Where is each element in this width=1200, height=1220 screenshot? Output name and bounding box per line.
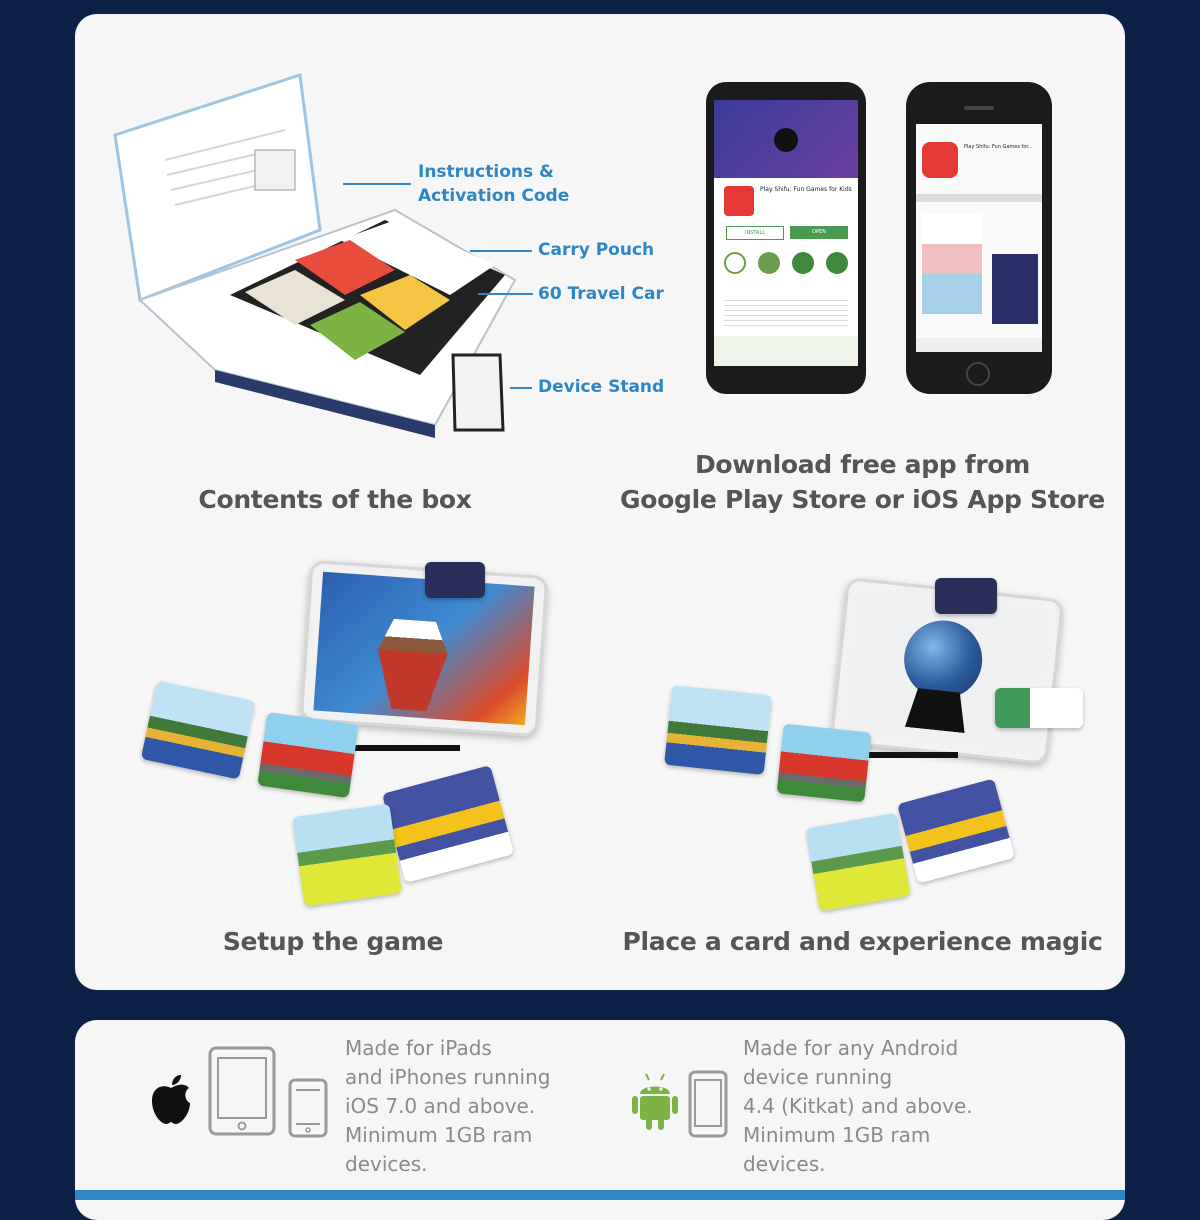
satellite-card <box>425 562 485 598</box>
magic-train-card <box>776 723 872 803</box>
box-caption: Contents of the box <box>198 485 472 514</box>
app-caption-line2: Google Play Store or iOS App Store <box>620 485 1105 514</box>
education-badge-icon <box>792 252 814 274</box>
iphone: Play Shifu: Fun Games for... <box>906 82 1052 394</box>
bottom-accent-bar <box>75 1190 1125 1200</box>
similar-badge-icon <box>826 252 848 274</box>
train-card <box>257 711 359 799</box>
ipad-outline-icon <box>208 1046 276 1136</box>
android-phone: Play Shifu: Fun Games for Kids INSTALL O… <box>706 82 866 394</box>
pouch-callout: Carry Pouch <box>538 240 655 260</box>
android-requirements-text: Made for any Android device running 4.4 … <box>743 1036 973 1176</box>
play-button-icon[interactable] <box>774 128 798 152</box>
scooter-card <box>292 803 402 907</box>
android-app-name: Play Shifu: Fun Games for Kids <box>760 186 852 193</box>
android-description <box>724 296 848 326</box>
setup-stand <box>330 705 460 751</box>
magic-card-stack <box>664 684 772 776</box>
stand-callout: Device Stand <box>538 377 665 397</box>
android-whats-new <box>714 336 858 366</box>
ios-app-icon <box>922 142 958 178</box>
android-app-icon <box>724 186 754 216</box>
apple-logo-icon <box>152 1075 190 1124</box>
android-screen: Play Shifu: Fun Games for Kids INSTALL O… <box>714 100 858 366</box>
magic-satellite-card <box>935 578 997 614</box>
ios-screenshot-2 <box>992 254 1038 324</box>
instructions-callout-line <box>343 183 411 185</box>
magic-truck-card <box>995 688 1083 728</box>
android-open-button[interactable]: OPEN <box>790 226 848 239</box>
cards-callout-line <box>478 293 533 295</box>
android-phone-outline-icon <box>688 1070 728 1138</box>
iphone-home-button[interactable] <box>966 362 990 386</box>
ios-screenshot-1 <box>922 214 982 314</box>
iphone-screen: Play Shifu: Fun Games for... <box>916 124 1042 352</box>
android-logo-icon <box>632 1073 678 1130</box>
android-install-button[interactable]: INSTALL <box>726 226 784 240</box>
app-caption-line1: Download free app from <box>694 450 1031 479</box>
ios-requirements-text: Made for iPads and iPhones running iOS 7… <box>345 1036 551 1176</box>
instructions-callout: Instructions & Activation Code <box>418 162 570 206</box>
magic-caption: Place a card and experience magic <box>622 927 1103 956</box>
android-stats-row <box>724 252 848 278</box>
magic-stand <box>848 712 958 758</box>
downloads-badge-icon <box>724 252 746 274</box>
requirements-panel <box>75 1020 1125 1220</box>
stand-callout-line <box>510 387 532 389</box>
ios-tab-bar <box>916 194 1042 202</box>
cards-callout: 60 Travel Car <box>538 284 664 304</box>
magic-scooter-card <box>805 812 911 912</box>
box-illustration <box>113 73 517 438</box>
ios-bottom-tab-bar <box>916 338 1042 352</box>
pouch-callout-line <box>470 250 532 252</box>
rating-badge-icon <box>758 252 780 274</box>
iphone-outline-icon <box>288 1078 328 1138</box>
ios-app-name: Play Shifu: Fun Games for... <box>964 144 1033 150</box>
iphone-speaker <box>964 106 994 110</box>
setup-caption: Setup the game <box>222 927 444 956</box>
